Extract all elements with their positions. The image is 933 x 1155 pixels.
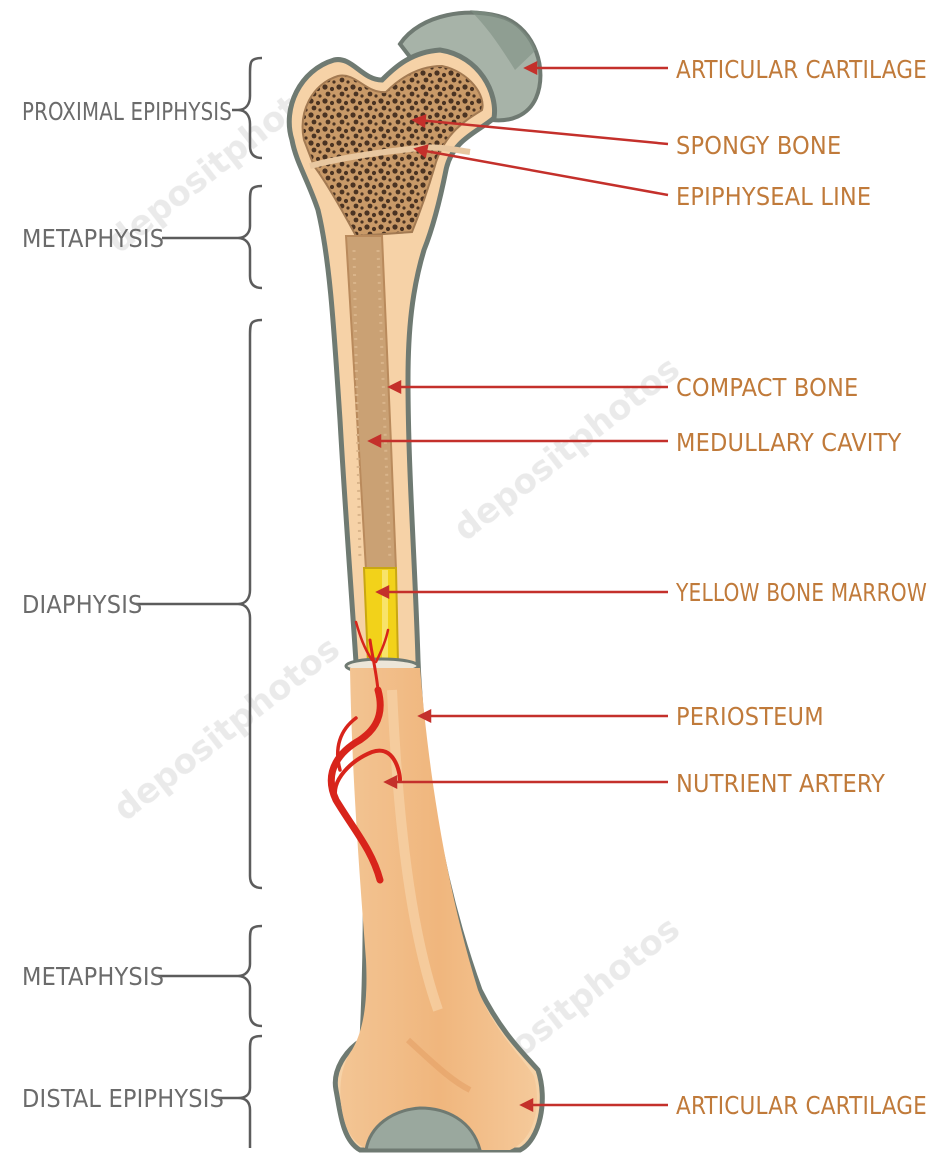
label-distal-epiphysis: DISTAL EPIPHYSIS [22,1084,224,1113]
label-nutrient-artery: NUTRIENT ARTERY [676,769,885,798]
label-proximal-epiphysis: PROXIMAL EPIPHYSIS [22,97,232,126]
label-periosteum: PERIOSTEUM [676,702,824,731]
femur-illustration [289,10,542,1150]
bracket-metaphysis-upper [238,186,262,288]
label-metaphysis-lower: METAPHYSIS [22,962,164,991]
watermark-text: depositphotos [446,349,687,550]
label-medullary-cavity: MEDULLARY CAVITY [676,428,902,457]
label-diaphysis: DIAPHYSIS [22,590,143,619]
bracket-metaphysis-lower [238,926,262,1026]
watermark-text: depositphotos [106,629,347,830]
bracket-distal-epiphysis [238,1036,262,1148]
label-articular-cartilage-bottom: ARTICULAR CARTILAGE [676,1091,927,1120]
label-articular-cartilage-top: ARTICULAR CARTILAGE [676,55,927,84]
label-yellow-bone-marrow: YELLOW BONE MARROW [675,578,927,607]
bracket-diaphysis [238,320,262,888]
label-spongy-bone: SPONGY BONE [676,131,841,160]
label-compact-bone: COMPACT BONE [676,373,858,402]
label-metaphysis-upper: METAPHYSIS [22,224,164,253]
lower-shaft-shape [340,668,537,1150]
right-labels: ARTICULAR CARTILAGE SPONGY BONE EPIPHYSE… [675,55,927,1120]
label-epiphyseal-line: EPIPHYSEAL LINE [676,182,871,211]
